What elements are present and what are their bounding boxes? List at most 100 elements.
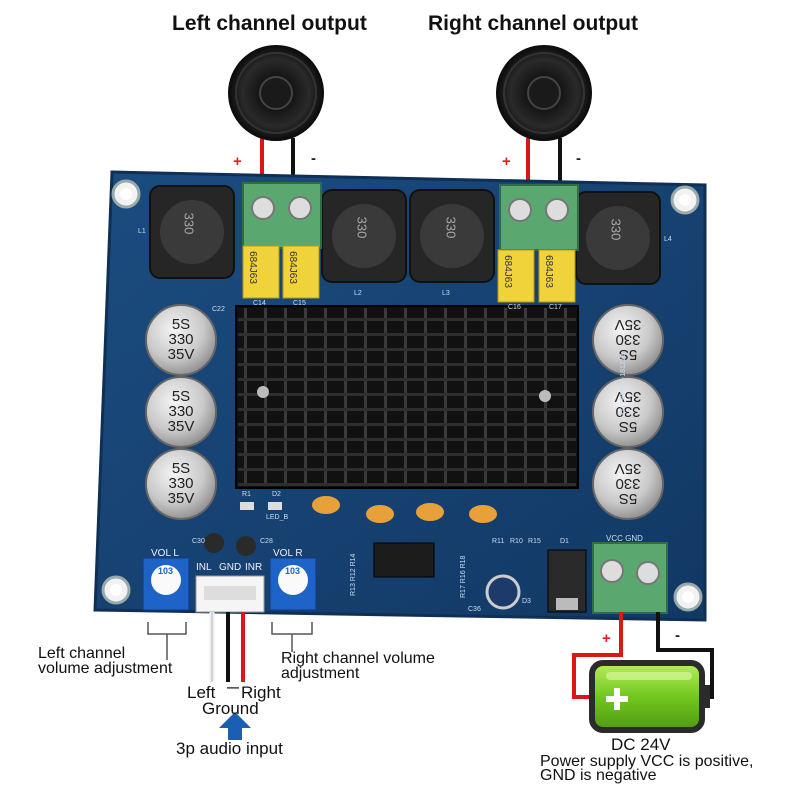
heatsink-fin: [504, 308, 507, 486]
inductor-code-3: 330: [443, 216, 459, 239]
film-cap-label-1: C14: [253, 300, 266, 307]
electrolytic-capacitor-text: 5S: [171, 388, 191, 405]
heatsink-groove: [238, 468, 576, 471]
electrolytic-capacitors: [145, 304, 664, 520]
vcc-gnd-silk: VCC GND: [606, 534, 643, 543]
heatsink-fin: [464, 308, 467, 486]
c22-label: C22: [212, 306, 225, 313]
inductor-code-4: 330: [608, 218, 624, 241]
electrolytic-capacitor: [145, 304, 217, 376]
power-plus-mark: +: [602, 630, 611, 647]
vol-l-silk: VOL L: [151, 548, 179, 559]
film-cap-text-1: 684J63: [246, 251, 258, 284]
c28-silk: C28: [260, 538, 273, 545]
right-minus-mark: -: [576, 150, 581, 167]
electrolytic-capacitor-text: 5S: [618, 418, 638, 435]
electrolytic-capacitor-text: 330: [615, 331, 641, 348]
left-channel-output-title: Left channel output: [172, 12, 367, 35]
electrolytic-capacitor-text: 330: [168, 331, 194, 348]
heatsink-fin: [244, 308, 247, 486]
power-minus-mark: -: [675, 627, 680, 644]
inductor-code-2: 330: [354, 216, 370, 239]
heatsink-groove: [238, 363, 576, 366]
left-volume-label-line2: volume adjustment: [38, 660, 173, 677]
electrolytic-capacitor-text: 35V: [167, 418, 195, 435]
speaker-terminals: [242, 182, 579, 251]
electrolytic-capacitor-text: 5S: [171, 316, 191, 333]
inductor-code-1: 330: [181, 212, 197, 235]
heatsink-fin: [284, 308, 287, 486]
left-volume-label-line1: Left channel: [38, 645, 126, 662]
inductor-label-1: L1: [138, 228, 146, 235]
left-speaker-icon: [228, 45, 324, 141]
heatsink-groove: [238, 408, 576, 411]
gnd-silk: GND: [219, 562, 242, 573]
electrolytic-capacitor: [145, 376, 217, 448]
input-left-label: Left: [187, 683, 216, 702]
inductor-label-2: L2: [354, 290, 362, 297]
vol-r-silk: VOL R: [273, 548, 303, 559]
volume-brackets: [147, 622, 313, 660]
left-minus-mark: -: [311, 150, 316, 167]
heatsink-fin: [424, 308, 427, 486]
electrolytic-capacitor-text: 35V: [614, 460, 642, 477]
heatsink-fin: [404, 308, 407, 486]
inl-silk: INL: [196, 562, 212, 573]
electrolytic-capacitor-text: 35V: [614, 388, 642, 405]
r13-silk: R13 R12 R14: [350, 553, 357, 596]
film-cap-text-4: 684J63: [542, 255, 554, 288]
right-channel-output-title: Right channel output: [428, 12, 638, 35]
heatsink-fin: [364, 308, 367, 486]
electrolytic-capacitor: [592, 376, 664, 448]
heatsink-groove: [238, 318, 576, 321]
electrolytic-capacitor-text: 5S: [618, 346, 638, 363]
serial-silk: 5371TBP578-181212: [620, 353, 627, 420]
r11-silk: R11: [492, 538, 505, 545]
left-plus-mark: +: [233, 153, 242, 170]
film-cap-label-2: C15: [293, 300, 306, 307]
led-silk: LED_B: [266, 514, 289, 521]
c36-silk: C36: [468, 606, 481, 613]
film-capacitors: [242, 245, 576, 303]
heatsink-fin: [344, 308, 347, 486]
r1-silk: R1: [242, 491, 251, 498]
power-note-line1: Power supply VCC is positive,: [540, 753, 754, 770]
heatsink-groove: [238, 333, 576, 336]
heatsink-fin: [444, 308, 447, 486]
d3-silk: D3: [522, 598, 531, 605]
input-right-label: Right: [241, 683, 281, 702]
heatsink-groove: [238, 393, 576, 396]
pot-right-code: 103: [285, 566, 301, 576]
power-note-line2: GND is negative: [540, 767, 657, 784]
inr-silk: INR: [245, 562, 263, 573]
electrolytic-capacitor-text: 330: [615, 403, 641, 420]
heatsink: [235, 305, 579, 489]
battery-icon: [589, 660, 710, 733]
r10-silk: R10: [510, 538, 523, 545]
electrolytic-capacitor-text: 330: [168, 403, 194, 420]
film-cap-label-4: C17: [549, 304, 562, 311]
heatsink-fin: [324, 308, 327, 486]
heatsink-fin: [384, 308, 387, 486]
electrolytic-capacitor-text: 330: [168, 475, 194, 492]
r17-silk: R17 R16 R18: [460, 555, 467, 598]
heatsink-groove: [238, 453, 576, 456]
heatsink-groove: [238, 483, 576, 486]
d1-silk: D1: [560, 538, 569, 545]
electrolytic-capacitor: [592, 304, 664, 376]
heatsink-groove: [238, 438, 576, 441]
electrolytic-capacitor-text: 35V: [167, 346, 195, 363]
heatsink-groove: [238, 348, 576, 351]
input-arrow-icon: [219, 712, 251, 740]
ground-symbol: —: [227, 680, 239, 694]
electrolytic-capacitor-text: 35V: [167, 490, 195, 507]
right-plus-mark: +: [502, 153, 511, 170]
dc-voltage-label: DC 24V: [611, 735, 671, 754]
heatsink-fin: [524, 308, 527, 486]
c30-silk: C30: [192, 538, 205, 545]
electrolytic-capacitor-text: 35V: [614, 316, 642, 333]
electrolytic-capacitor: [592, 448, 664, 520]
d2-silk: D2: [272, 491, 281, 498]
heatsink-fin: [564, 308, 567, 486]
